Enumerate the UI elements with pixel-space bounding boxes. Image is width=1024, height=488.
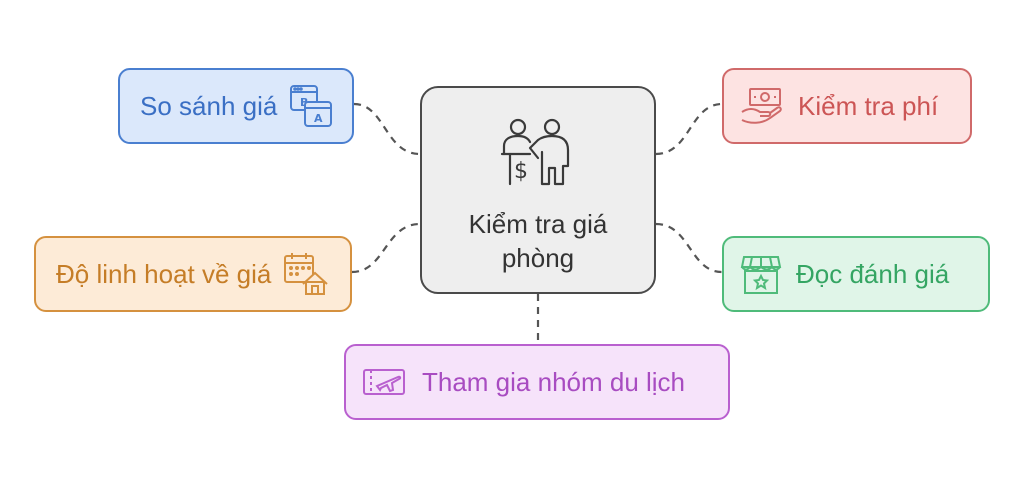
svg-text:$: $ [514,159,528,184]
connector-review [655,222,723,274]
connector-flex [351,222,421,274]
store-star-icon [740,253,782,295]
price-flexibility-node: Độ linh hoạt về giá [34,236,352,312]
join-travel-group-node: Tham gia nhóm du lịch [344,344,730,420]
connector-fee [655,102,723,156]
check-fees-label: Kiểm tra phí [798,90,939,121]
compare-prices-node: So sánh giá B A [118,68,354,144]
svg-text:B: B [300,96,308,109]
compare-prices-label: So sánh giá [140,90,278,121]
plane-ticket-icon [362,366,406,398]
check-fees-node: Kiểm tra phí [722,68,972,144]
join-travel-group-label: Tham gia nhóm du lịch [422,366,686,397]
check-room-price-center-node: $ Kiểm tra giá phòng [420,86,656,294]
price-flexibility-label: Độ linh hoạt về giá [56,258,272,289]
read-reviews-node: Đọc đánh giá [722,236,990,312]
connector-compare [353,102,421,156]
hand-money-icon [740,86,784,126]
ab-compare-icon: B A [289,84,333,128]
read-reviews-label: Đọc đánh giá [796,258,950,289]
calendar-house-icon [283,252,329,296]
people-money-icon: $ [500,118,576,193]
center-label: Kiểm tra giá phòng [468,209,608,273]
svg-text:A: A [314,112,323,125]
